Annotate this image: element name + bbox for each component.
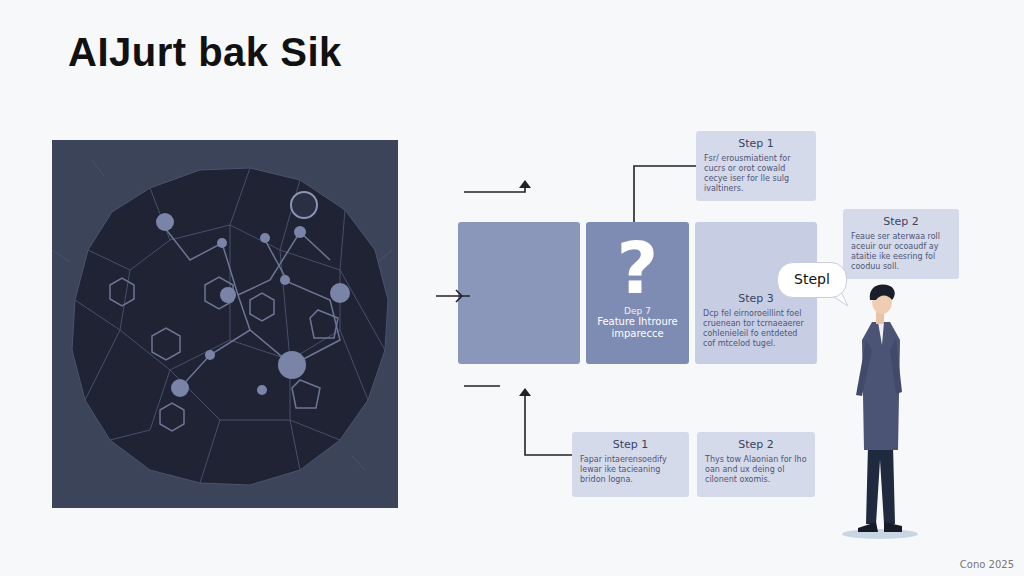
brain-shape xyxy=(72,168,388,485)
blank-box xyxy=(458,222,580,364)
step-body: Feaue ser aterwaa roll aceuir our ocoaud… xyxy=(851,232,951,272)
box-text: Feature Ihtroure imparecce xyxy=(590,316,685,340)
network-dots xyxy=(156,213,350,397)
step-box: Step 1 Fapar intaerensoedify lewar ike ta… xyxy=(572,432,689,497)
question-box: ?Dep 7Feature Ihtroure imparecce xyxy=(586,222,689,364)
step-heading: Step 2 xyxy=(705,438,807,451)
question-mark: ? xyxy=(590,230,685,306)
step-box: Step 2 Feaue ser aterwaa roll aceuir our … xyxy=(843,209,959,279)
watermark: Cono 2025 xyxy=(960,559,1014,570)
speech-bubble: Stepl xyxy=(777,262,847,298)
connector xyxy=(634,166,696,222)
person-figure xyxy=(842,285,918,539)
arrow-heads xyxy=(519,180,531,396)
network-links xyxy=(110,228,340,431)
step-heading: Step 1 xyxy=(704,137,808,150)
step-body: Fapar intaerensoedify lewar ike tacieani… xyxy=(580,455,681,485)
step-number: Dep 7 xyxy=(590,306,685,316)
bubble-text: Stepl xyxy=(784,271,840,287)
network-dot xyxy=(291,192,317,218)
step-heading: Step 2 xyxy=(851,215,951,228)
step-heading: Step 1 xyxy=(580,438,681,451)
step-body: Thys tow Alaonian for lho oan and ux dei… xyxy=(705,455,807,485)
step-body: Dcp fel eirnoroeillint foel cruenean tor… xyxy=(703,309,809,349)
brain-mesh xyxy=(75,168,385,483)
flow-arrows xyxy=(436,186,572,455)
brain-panel xyxy=(52,140,398,508)
step-box: Step 2 Thys tow Alaonian for lho oan and … xyxy=(697,432,815,497)
brain-rays xyxy=(52,160,392,470)
page-title: AIJurt bak Sik xyxy=(68,30,342,75)
step-box: Step 1 Fsr/ erousmiatient for cucrs or or… xyxy=(696,131,816,201)
step-body: Fsr/ erousmiatient for cucrs or orot cow… xyxy=(704,154,808,194)
